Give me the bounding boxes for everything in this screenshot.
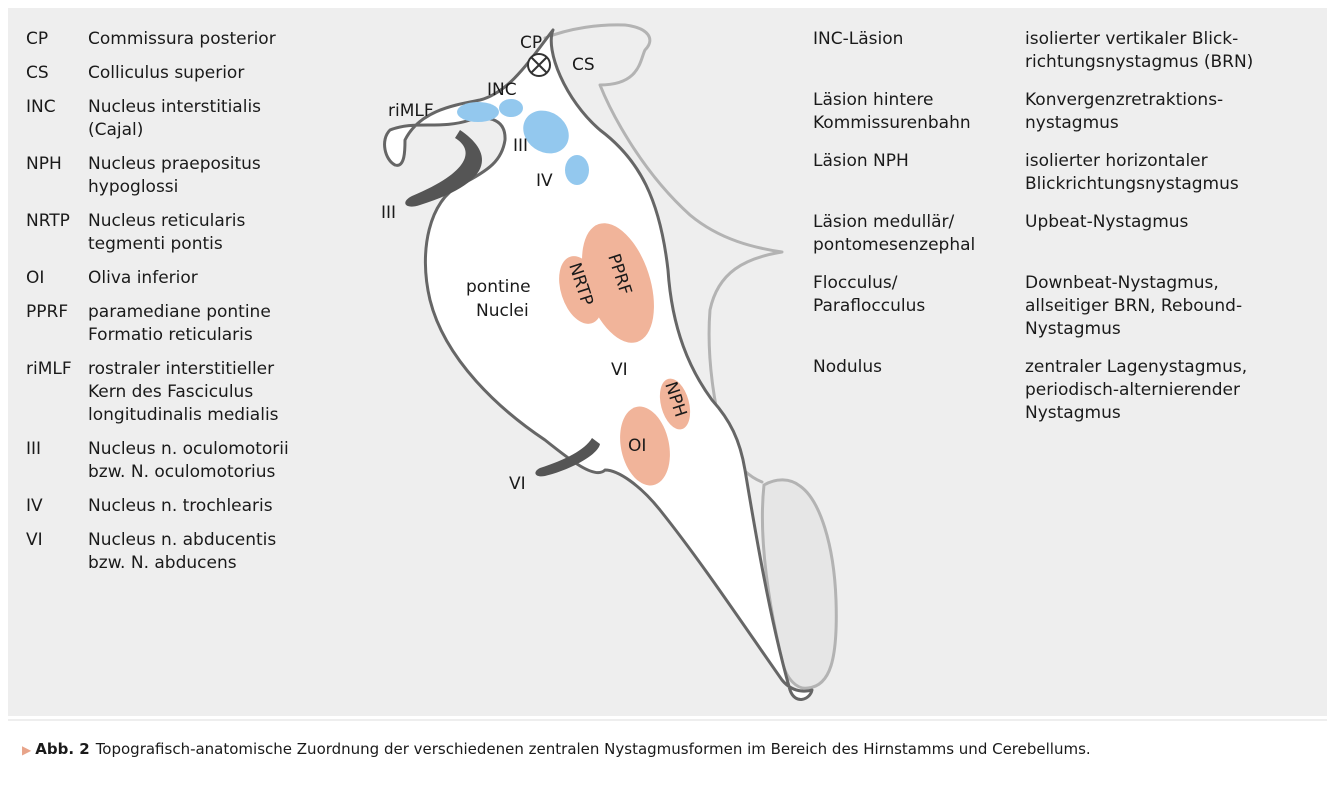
rimlf-nucleus — [457, 102, 499, 122]
rimlf-label: riMLF — [388, 101, 434, 121]
caption-triangle-icon: ▶ — [22, 743, 31, 757]
inc-nucleus — [499, 99, 523, 117]
lesion-effect: zentraler Lagenystagmus, periodisch-alte… — [1025, 356, 1313, 425]
figure-caption: ▶ Abb. 2 Topografisch-anatomische Zuordnun… — [8, 740, 1327, 758]
oi-label: OI — [628, 436, 646, 456]
caption-divider — [8, 719, 1327, 721]
inc-label: INC — [487, 80, 517, 100]
iv-nucleus-label: IV — [536, 171, 553, 191]
brainstem-outline — [385, 30, 812, 699]
lesion-effect: Konvergenzretraktions- nystagmus — [1025, 89, 1313, 135]
lesion-effect: Downbeat-Nystagmus, allseitiger BRN, Reb… — [1025, 272, 1313, 341]
iii-nerve-label: III — [381, 203, 396, 223]
lesion-effect: isolierter vertikaler Blick- richtungsny… — [1025, 28, 1313, 74]
vi-nucleus-label: VI — [611, 360, 628, 380]
lesion-site: Flocculus/ Paraflocculus — [813, 272, 1025, 341]
lesion-site: Läsion hintere Kommissurenbahn — [813, 89, 1025, 135]
pontine-nuclei-label-2: Nuclei — [476, 301, 529, 321]
cs-label: CS — [572, 55, 595, 75]
vi-nerve-label: VI — [509, 474, 526, 494]
lesion-site: Nodulus — [813, 356, 1025, 425]
lesion-effect: isolierter horizontaler Blickrichtungsny… — [1025, 150, 1313, 196]
lesion-site: Läsion NPH — [813, 150, 1025, 196]
figure-number: Abb. 2 — [35, 740, 89, 758]
lesion-site: INC-Läsion — [813, 28, 1025, 74]
lesion-site: Läsion medullär/ pontomesenzephal — [813, 211, 1025, 257]
pontine-nuclei-label-1: pontine — [466, 277, 531, 297]
lesion-effect: Upbeat-Nystagmus — [1025, 211, 1313, 257]
trochlear-nucleus — [565, 155, 589, 185]
caption-text: Topografisch-anatomische Zuordnung der v… — [96, 740, 1091, 758]
iii-nucleus-label: III — [513, 136, 528, 156]
cp-label: CP — [520, 33, 542, 53]
